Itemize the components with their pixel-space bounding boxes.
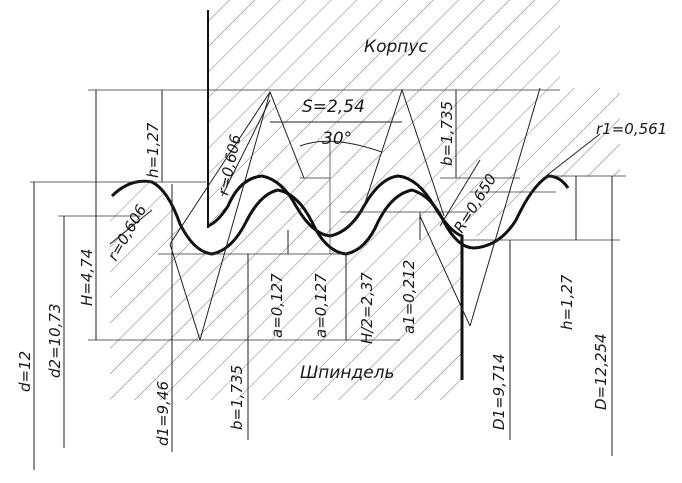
label-h-top: h=1,27: [144, 122, 162, 178]
label-angle: 30°: [322, 129, 352, 149]
label-d: d=12: [16, 351, 34, 392]
label-r1: r1=0,561: [596, 120, 667, 138]
label-a1: a1=0,212: [400, 260, 418, 334]
label-b-bottom: b=1,735: [228, 365, 246, 430]
label-d2: d2=10,73: [46, 303, 64, 378]
label-H: H=4,74: [78, 249, 96, 306]
dimension-lines: [30, 87, 626, 470]
label-body: Корпус: [364, 37, 428, 57]
label-D1: D1=9,714: [490, 353, 508, 430]
label-pitch: S=2,54: [302, 97, 365, 117]
spindle-hatching: [110, 181, 462, 400]
label-d1: d1=9,46: [154, 381, 172, 446]
label-a-1: a=0,127: [268, 273, 286, 338]
label-H-half: H/2=2,37: [358, 272, 376, 344]
label-D: D=12,254: [592, 333, 610, 410]
label-b-top: b=1,735: [438, 101, 456, 166]
label-h-right: h=1,27: [558, 274, 576, 330]
label-a-2: a=0,127: [312, 273, 330, 338]
label-spindle: Шпиндель: [300, 363, 395, 383]
